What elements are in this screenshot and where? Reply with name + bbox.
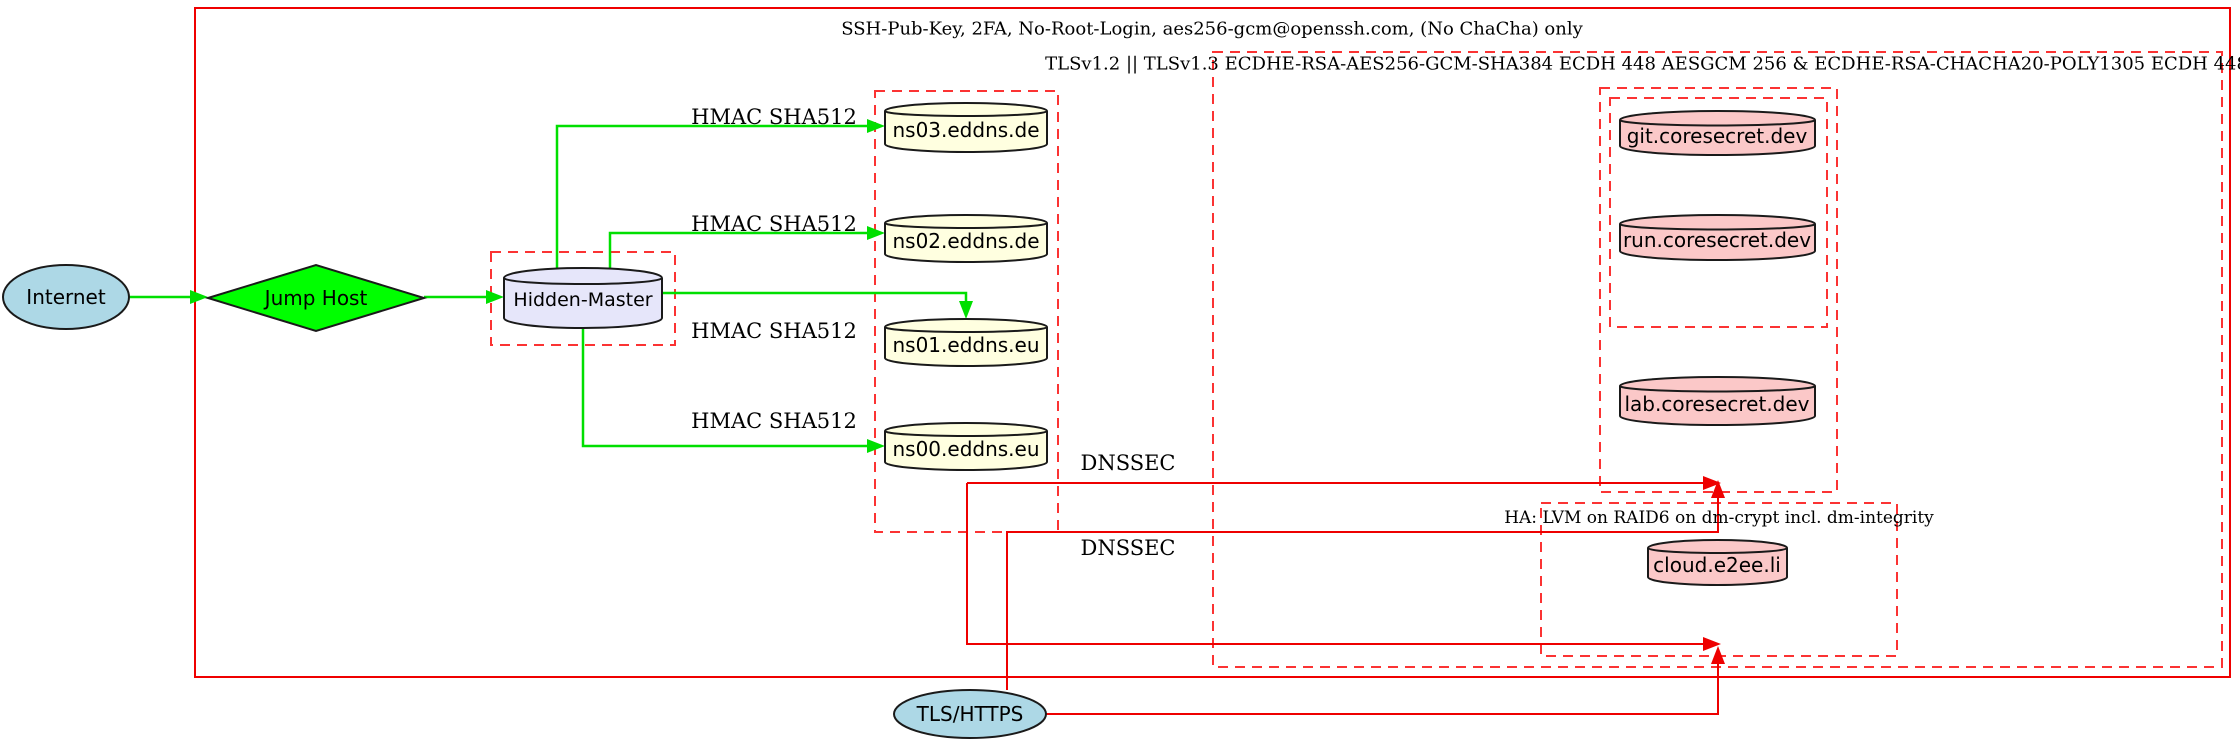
- edge-hiddenmaster-ns03: [555, 124, 867, 268]
- coresecret-inner-cluster-box: [1609, 97, 1828, 328]
- edge-label-dnssec-1: DNSSEC: [1080, 451, 1176, 475]
- tls-cluster-title: TLSv1.2 || TLSv1.3 ECDHE-RSA-AES256-GCM-…: [1045, 53, 2240, 75]
- lab-node: [1619, 376, 1816, 426]
- hidden-master-node-rim: [503, 277, 663, 285]
- arrowhead-hiddenmaster: [486, 290, 504, 304]
- git-node-rim: [1619, 119, 1816, 127]
- edge-label-hmac-ns02: HMAC SHA512: [691, 212, 857, 236]
- nodes: [2, 102, 1816, 739]
- lab-node-rim: [1619, 385, 1816, 393]
- edge-label-hmac-ns03: HMAC SHA512: [691, 105, 857, 129]
- arrowhead-coresecret-up: [1711, 480, 1725, 498]
- edge-tlshttps-coresecret: [1006, 498, 1719, 690]
- run-node: [1619, 214, 1816, 261]
- edge-hiddenmaster-ns01: [662, 291, 968, 301]
- run-label: run.coresecret.dev: [1622, 228, 1812, 252]
- edge-dns-ha: [966, 483, 1703, 645]
- coresecret-outer-cluster-box: [1599, 87, 1838, 493]
- ns01-label: ns01.eddns.eu: [892, 333, 1040, 357]
- git-node: [1619, 110, 1816, 156]
- red-arrowheads: [1703, 476, 1725, 664]
- ns02-label: ns02.eddns.de: [892, 229, 1040, 253]
- arrowhead-jumphost: [190, 290, 208, 304]
- cloud-label: cloud.e2ee.li: [1653, 553, 1781, 577]
- ns01-node-rim: [884, 326, 1048, 333]
- arrowhead-ns00: [867, 439, 885, 453]
- edge-tlshttps-ha: [1045, 664, 1719, 715]
- jump-host-node: [204, 263, 428, 333]
- ns03-label: ns03.eddns.de: [892, 118, 1040, 142]
- tls-https-node: [893, 689, 1047, 739]
- arrowhead-ns01: [959, 301, 973, 319]
- ns02-node-rim: [884, 222, 1048, 229]
- edge-label-dnssec-2: DNSSEC: [1080, 536, 1176, 560]
- ssh-cluster-box: [194, 7, 2231, 678]
- ssh-cluster-title: SSH-Pub-Key, 2FA, No-Root-Login, aes256-…: [841, 18, 1583, 40]
- green-arrowheads: [190, 119, 973, 453]
- internet-label: Internet: [26, 285, 106, 309]
- edge-label-hmac-ns01: HMAC SHA512: [691, 319, 857, 343]
- edge-label-hmac-ns00: HMAC SHA512: [691, 409, 857, 433]
- run-node-rim: [1619, 223, 1816, 231]
- arrowhead-ha-up: [1711, 646, 1725, 664]
- ns00-label: ns00.eddns.eu: [892, 437, 1040, 461]
- lab-label: lab.coresecret.dev: [1624, 392, 1810, 416]
- edge-hiddenmaster-ns00: [581, 328, 867, 448]
- hidden-master-cluster-box: [490, 251, 676, 346]
- jump-host-label: Jump Host: [264, 286, 368, 310]
- hidden-master-label: Hidden-Master: [513, 289, 653, 311]
- arrowhead-ns02: [867, 226, 885, 240]
- arrowhead-coresecret-right: [1703, 476, 1721, 490]
- ns03-node-rim: [884, 110, 1048, 117]
- arrowhead-ha-right: [1703, 637, 1721, 651]
- ha-cluster-title: HA: LVM on RAID6 on dm-crypt incl. dm-in…: [1504, 508, 1934, 528]
- edge-hiddenmaster-ns02: [608, 231, 867, 268]
- red-edges: [966, 482, 1719, 715]
- cloud-node: [1647, 539, 1788, 586]
- cloud-node-rim: [1647, 547, 1788, 554]
- git-label: git.coresecret.dev: [1626, 124, 1808, 148]
- green-edges: [129, 124, 968, 448]
- tls-https-label: TLS/HTTPS: [916, 702, 1024, 726]
- ns00-node-rim: [884, 430, 1048, 437]
- internet-node: [2, 264, 130, 330]
- arrowhead-ns03: [867, 119, 885, 133]
